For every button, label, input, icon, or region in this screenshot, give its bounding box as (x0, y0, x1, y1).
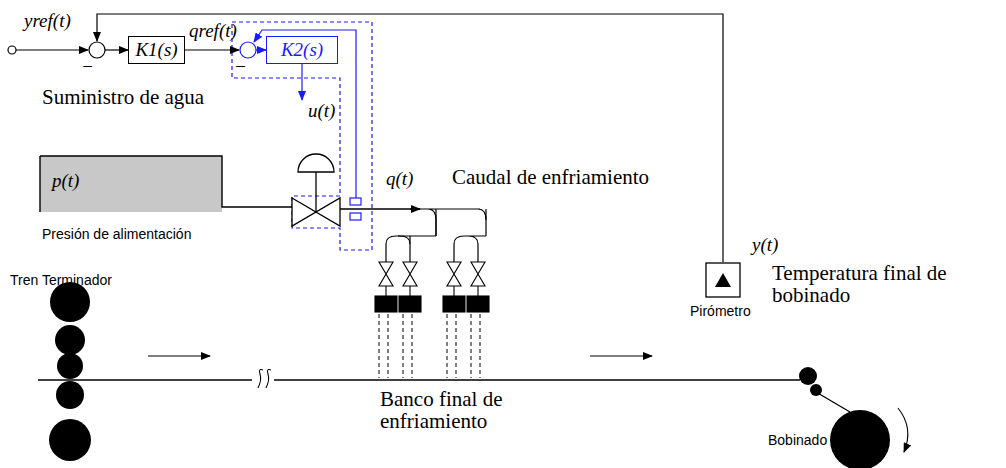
annotation: Banco final de enfriamiento (380, 388, 560, 432)
signal-name: p(t) (52, 170, 79, 192)
annotation: Suministro de agua (42, 86, 204, 108)
node-label: K1(s) (135, 39, 177, 61)
signal-name: y(t) (752, 234, 778, 256)
flow-controller-box: K2(s) (266, 36, 338, 64)
signal-name: yref(t) (24, 10, 71, 32)
signal-name: q(t) (386, 168, 413, 190)
annotation: Temperatura final de bobinado (772, 262, 1006, 306)
signal-connector (185, 50, 266, 51)
signal-name: − (234, 56, 247, 78)
pyrometer: Pirómetro (688, 262, 758, 298)
annotation: Presión de alimentación (42, 226, 191, 242)
pyrometer-symbol (705, 262, 741, 298)
signal-name: − (81, 56, 94, 78)
annotation: Bobinado (768, 432, 827, 448)
node-label: K2(s) (281, 39, 323, 61)
edge-label: qref(t) (189, 20, 237, 42)
annotation: Caudal de enfriamiento (452, 166, 649, 188)
node-label: Pirómetro (690, 303, 751, 319)
annotation: Tren Terminador (10, 272, 112, 288)
signal-connector (97, 14, 723, 262)
signal-name: u(t) (308, 100, 335, 122)
controller-box: K1(s) (128, 36, 185, 64)
